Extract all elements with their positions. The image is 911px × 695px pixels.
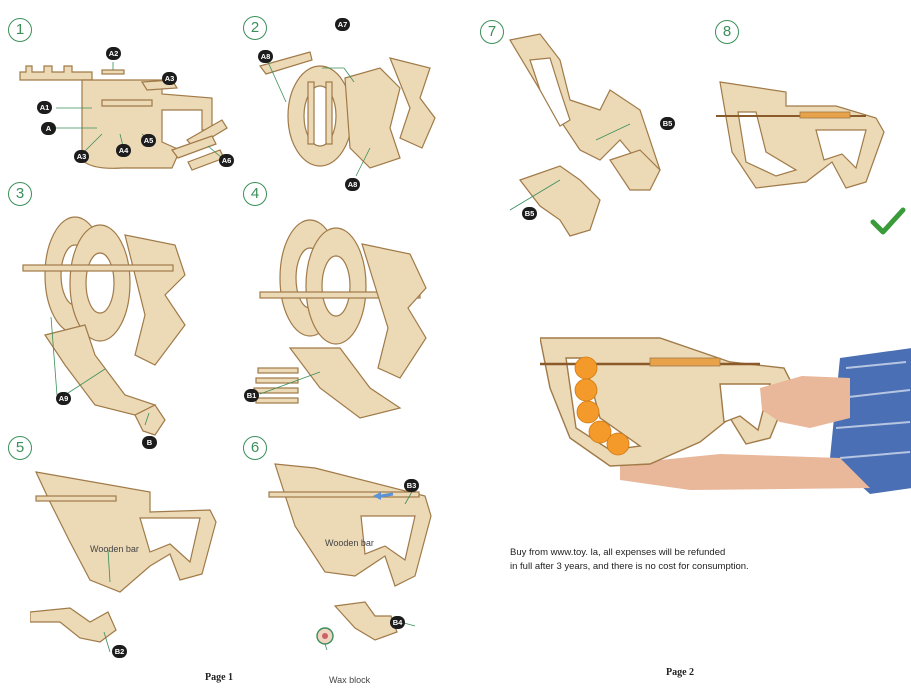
- step-1-parts-drawing: [19, 62, 228, 171]
- step-7-parts-drawing: [509, 33, 661, 237]
- page-label: Page 1: [205, 672, 234, 683]
- step-number-1: 1: [8, 18, 32, 42]
- assembled-toy-photo: [540, 318, 911, 500]
- step-2-illustration: [250, 38, 450, 188]
- step-4-parts-drawing: [253, 219, 427, 419]
- step-6-parts-drawing: [268, 463, 432, 651]
- refund-note-line-1: Buy from www.toy. la, all expenses will …: [510, 547, 726, 558]
- step-8-illustration: [716, 72, 906, 212]
- step-3-parts-drawing: [22, 216, 186, 436]
- part-label: B1: [244, 389, 259, 402]
- step-number-6: 6: [243, 436, 267, 460]
- wax-block-caption: Wax block: [329, 675, 371, 685]
- part-label: A6: [219, 154, 234, 167]
- part-label: A7: [335, 18, 350, 31]
- part-label: B: [142, 436, 157, 449]
- instruction-page-1: 1 A2 A3 A1 A A3 A4 A5 A6 2: [8, 16, 465, 685]
- part-label: A8: [345, 178, 360, 191]
- step-number-3: 3: [8, 182, 32, 206]
- step-6-illustration: [265, 456, 465, 656]
- part-label: B5: [522, 207, 537, 220]
- step-number-2: 2: [243, 16, 267, 40]
- part-label: B5: [660, 117, 675, 130]
- step-5-parts-drawing: [30, 471, 217, 653]
- part-label: B4: [390, 616, 405, 629]
- part-label: A8: [258, 50, 273, 63]
- step-2-parts-drawing: [258, 51, 436, 177]
- step-number-7: 7: [480, 20, 504, 44]
- wooden-bar-caption: Wooden bar: [325, 538, 374, 548]
- part-label: A: [41, 122, 56, 135]
- part-label: A1: [37, 101, 52, 114]
- wooden-bar-caption: Wooden bar: [90, 544, 139, 554]
- instruction-page-2: 7 B5 B5 8: [470, 0, 911, 695]
- part-label: B2: [112, 645, 127, 658]
- page-label: Page 2: [666, 667, 695, 678]
- part-label: A3: [74, 150, 89, 163]
- part-label: B3: [404, 479, 419, 492]
- part-label: A9: [56, 392, 71, 405]
- part-label: A3: [162, 72, 177, 85]
- part-label: A2: [106, 47, 121, 60]
- check-icon: [870, 206, 906, 236]
- step-3-illustration: [15, 205, 215, 445]
- step-7-illustration: [500, 30, 680, 240]
- step-4-illustration: [250, 208, 460, 438]
- step-number-4: 4: [243, 182, 267, 206]
- step-number-8: 8: [715, 20, 739, 44]
- step-5-illustration: [30, 462, 240, 662]
- step-8-assembled-drawing: [716, 81, 885, 189]
- refund-note-line-2: in full after 3 years, and there is no c…: [510, 561, 749, 572]
- part-label: A5: [141, 134, 156, 147]
- refund-note: Buy from www.toy. la, all expenses will …: [510, 546, 810, 574]
- step-number-5: 5: [8, 436, 32, 460]
- assembled-toy-drawing: [540, 337, 911, 494]
- part-label: A4: [116, 144, 131, 157]
- step-1-illustration: [12, 50, 242, 180]
